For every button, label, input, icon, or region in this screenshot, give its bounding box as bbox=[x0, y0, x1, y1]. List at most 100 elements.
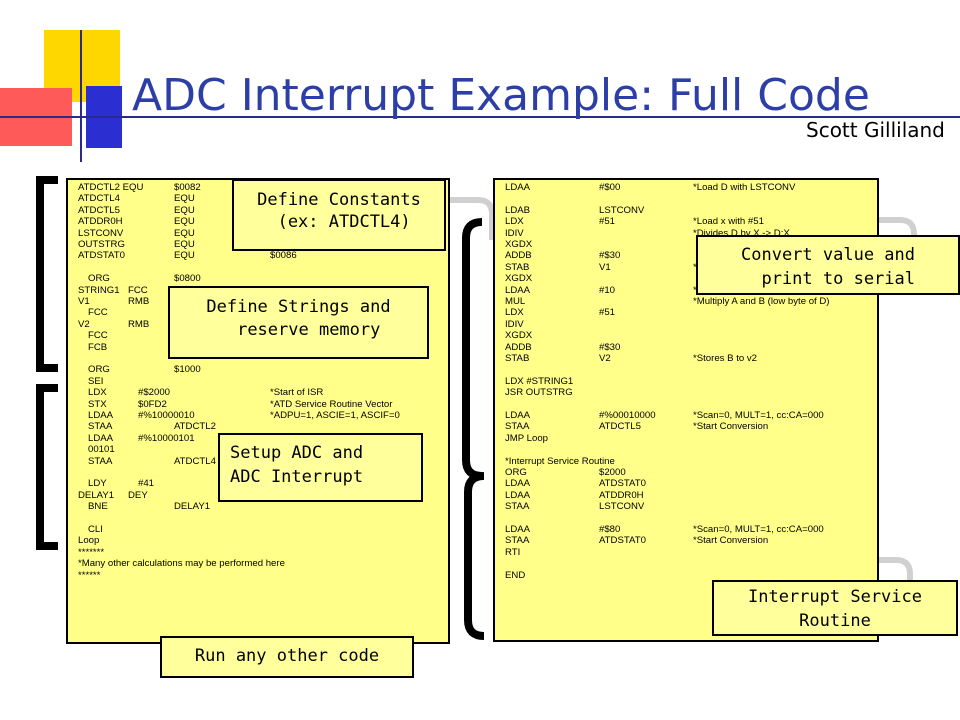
code-token: $0082 bbox=[174, 182, 201, 193]
code-token: ORG bbox=[88, 364, 110, 376]
code-token: IDIV bbox=[505, 227, 524, 239]
code-token: DELAY1 bbox=[174, 501, 211, 513]
code-token: JMP Loop bbox=[505, 432, 549, 444]
callout-define-strings: Define Strings and reserve memory bbox=[168, 286, 429, 359]
callout-define-constants: Define Constants (ex: ATDCTL4) bbox=[232, 179, 446, 251]
code-token: ORG bbox=[505, 467, 527, 478]
code-token: *Load x with #51 bbox=[693, 216, 764, 228]
code-token: RMB bbox=[128, 296, 150, 307]
code-token: *Start Conversion bbox=[693, 421, 769, 433]
code-token: LDAA bbox=[505, 478, 531, 490]
code-token: #51 bbox=[599, 307, 616, 319]
slide-author: Scott Gilliland bbox=[806, 118, 945, 142]
code-token: *Start of ISR bbox=[270, 387, 324, 399]
code-token: OUTSTRG bbox=[78, 239, 125, 250]
code-token: #41 bbox=[138, 478, 155, 490]
code-token: #%10000101 bbox=[138, 432, 195, 444]
code-token: LSTCONV bbox=[599, 204, 645, 216]
code-token: *Many other calculations may be performe… bbox=[78, 558, 285, 570]
code-token: FCC bbox=[88, 307, 108, 319]
code-token: *Load D with LSTCONV bbox=[693, 182, 796, 193]
code-token: DELAY1 bbox=[78, 489, 115, 501]
code-token: JSR OUTSTRG bbox=[505, 387, 573, 399]
code-token: $0FD2 bbox=[138, 398, 167, 410]
callout-run-other-code: Run any other code bbox=[160, 636, 414, 678]
right-bracket-top bbox=[462, 218, 483, 480]
code-token: *Multiply A and B (low byte of D) bbox=[693, 296, 830, 307]
code-token: END bbox=[505, 569, 526, 581]
decor-vertical-line bbox=[80, 30, 82, 162]
code-token: LDAA bbox=[88, 410, 114, 421]
code-token: LDAA bbox=[88, 432, 114, 444]
code-token: Loop bbox=[78, 535, 100, 547]
code-token: *Divides D by X -> D:X bbox=[693, 227, 790, 239]
code-token: LDX bbox=[88, 387, 107, 399]
code-token: STAA bbox=[505, 535, 530, 547]
code-token: BNE bbox=[88, 501, 108, 513]
code-token: EQU bbox=[174, 250, 195, 262]
code-token: #$30 bbox=[599, 341, 621, 353]
code-token: ATDSTAT0 bbox=[599, 478, 646, 490]
code-token: #$30 bbox=[599, 250, 621, 262]
code-token: RTI bbox=[505, 546, 521, 558]
code-token: LDAA bbox=[505, 182, 531, 193]
code-token: $0800 bbox=[174, 273, 201, 285]
callout-interrupt-service-routine: Interrupt Service Routine bbox=[712, 580, 958, 636]
code-token: V1 bbox=[599, 261, 611, 273]
connector-right-top bbox=[879, 217, 917, 242]
code-token: EQU bbox=[174, 216, 195, 228]
left-bracket-top bbox=[36, 176, 58, 372]
code-token: LDY bbox=[88, 478, 107, 490]
code-token: #$2000 bbox=[138, 387, 171, 399]
code-token: EQU bbox=[174, 193, 195, 205]
code-token: ORG bbox=[88, 273, 110, 285]
code-token: SEI bbox=[88, 375, 104, 387]
code-token: LDAA bbox=[505, 524, 531, 535]
code-token: RMB bbox=[128, 318, 150, 330]
code-token: V2 bbox=[78, 318, 90, 330]
left-code-panel: ATDCTL2 EQU$0082ATDCTL4EQU$0084ATDCTL5EQ… bbox=[66, 178, 450, 644]
code-token: XGDX bbox=[505, 273, 533, 285]
code-token: ADDB bbox=[505, 341, 532, 353]
code-token: ATDCTL4 bbox=[174, 455, 216, 467]
code-token: STAA bbox=[505, 421, 530, 433]
code-token: LDX bbox=[505, 216, 524, 228]
code-token: CLI bbox=[88, 524, 103, 535]
code-token: LDAB bbox=[505, 204, 531, 216]
code-token: *Scan=0, MULT=1, cc:CA=000 bbox=[693, 524, 824, 535]
code-token: ATDCTL5 bbox=[599, 421, 641, 433]
code-token: #$80 bbox=[599, 524, 621, 535]
code-token: ADDB bbox=[505, 250, 532, 262]
code-token: EQU bbox=[174, 239, 195, 250]
code-token: $0086 bbox=[270, 250, 297, 262]
code-token: 00101 bbox=[88, 444, 115, 456]
code-token: FCC bbox=[88, 330, 108, 342]
left-bracket-bottom bbox=[36, 384, 58, 550]
callout-setup-adc: Setup ADC and ADC Interrupt bbox=[218, 433, 423, 502]
code-token: #10 bbox=[599, 284, 616, 296]
code-token: XGDX bbox=[505, 239, 533, 250]
connector-top bbox=[446, 197, 495, 240]
code-token: STX bbox=[88, 398, 107, 410]
code-token: EQU bbox=[174, 204, 195, 216]
code-token: ATDCTL5 bbox=[78, 204, 120, 216]
code-token: ATDDR0H bbox=[599, 489, 644, 501]
code-token: ATDCTL4 bbox=[78, 193, 120, 205]
code-token: *Stores B to v2 bbox=[693, 353, 757, 364]
code-token: ATDSTAT0 bbox=[78, 250, 125, 262]
code-token: *ATD Service Routine Vector bbox=[270, 398, 393, 410]
code-token: ATDDR0H bbox=[78, 216, 123, 228]
code-token: EQU bbox=[174, 227, 195, 239]
code-token: ******* bbox=[78, 546, 105, 558]
code-token: ATDCTL2 EQU bbox=[78, 182, 144, 193]
code-token: $2000 bbox=[599, 467, 626, 478]
code-token: STAB bbox=[505, 353, 530, 364]
code-token: STRING1 bbox=[78, 284, 120, 296]
code-token: *ADPU=1, ASCIE=1, ASCIF=0 bbox=[270, 410, 400, 421]
code-token: ATDCTL2 bbox=[174, 421, 216, 433]
code-token: V1 bbox=[78, 296, 90, 307]
code-token: STAA bbox=[88, 421, 113, 433]
code-token: LDX bbox=[505, 307, 524, 319]
code-token: DEY bbox=[128, 489, 148, 501]
code-token: LDAA bbox=[505, 284, 531, 296]
